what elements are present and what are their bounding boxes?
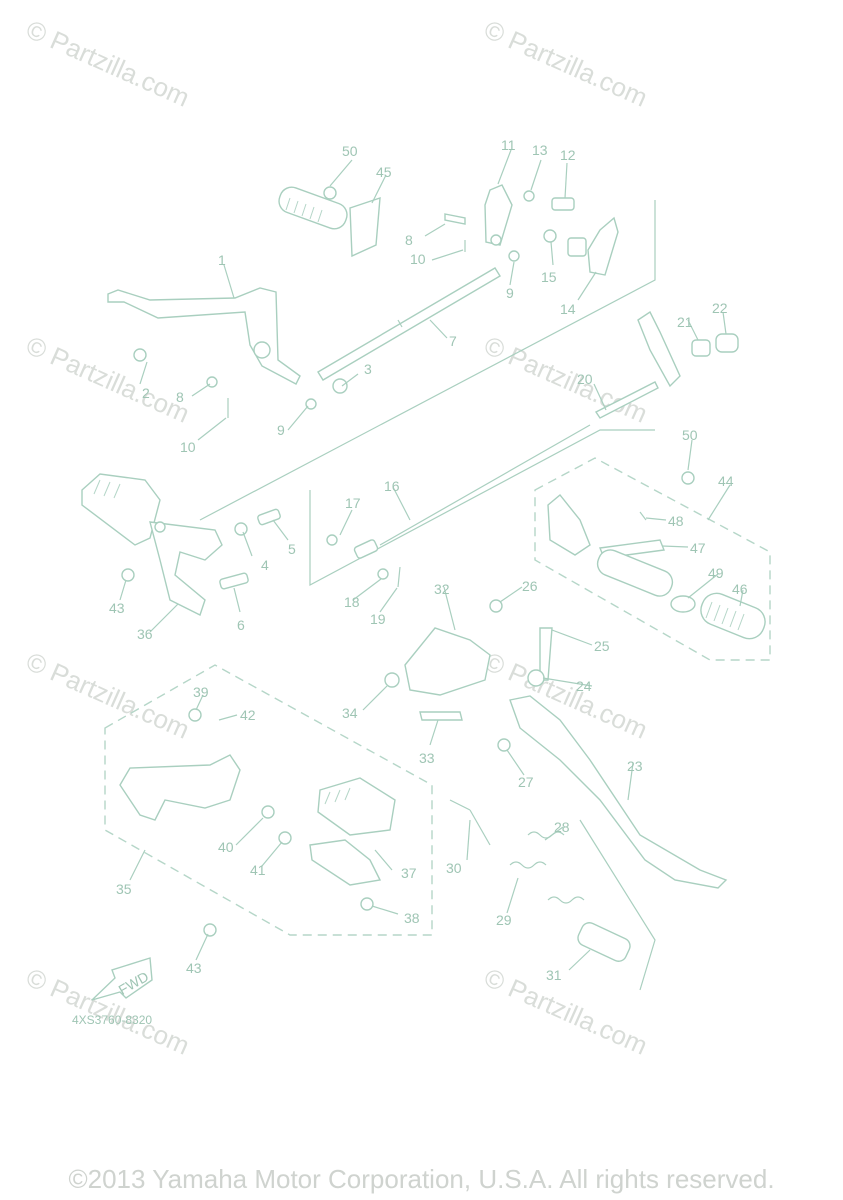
callout-21: 21 xyxy=(677,314,693,330)
callout-6: 6 xyxy=(237,617,245,633)
callout-1: 1 xyxy=(218,252,226,268)
group-boundary-44 xyxy=(534,457,771,661)
part-28-29-springs xyxy=(449,799,656,991)
callout-39: 39 xyxy=(193,684,209,700)
part-35-footrest-assembly xyxy=(119,708,396,937)
callout-29: 29 xyxy=(496,912,512,928)
callout-15: 15 xyxy=(541,269,557,285)
callout-43a: 43 xyxy=(109,600,125,616)
callout-35: 35 xyxy=(116,881,132,897)
part-45-footrest-upper xyxy=(278,186,381,258)
callout-23: 23 xyxy=(627,758,643,774)
callout-8b: 8 xyxy=(405,232,413,248)
callout-33: 33 xyxy=(419,750,435,766)
callout-3: 3 xyxy=(364,361,372,377)
part-16-cable xyxy=(326,424,591,588)
group-boundary-upper xyxy=(199,200,656,521)
callout-5: 5 xyxy=(288,541,296,557)
part-7-rod xyxy=(317,267,501,381)
callout-48: 48 xyxy=(668,513,684,529)
callout-34: 34 xyxy=(342,705,358,721)
callout-47: 47 xyxy=(690,540,706,556)
callout-7: 7 xyxy=(449,333,457,349)
part-20-rod-end xyxy=(594,310,739,419)
callout-49: 49 xyxy=(708,565,724,581)
part-code: 4XS3760-8320 xyxy=(72,1013,153,1027)
callout-38: 38 xyxy=(404,910,420,926)
part-1-brake-pedal xyxy=(107,287,348,418)
callout-43b: 43 xyxy=(186,960,202,976)
part-44-footrest-assembly xyxy=(547,471,766,640)
group-boundary-35 xyxy=(104,664,433,936)
callout-22: 22 xyxy=(712,300,728,316)
callout-16: 16 xyxy=(384,478,400,494)
callout-42: 42 xyxy=(240,707,256,723)
callout-45: 45 xyxy=(376,164,392,180)
callout-27: 27 xyxy=(518,774,534,790)
callout-9a: 9 xyxy=(277,422,285,438)
callout-18: 18 xyxy=(344,594,360,610)
callout-2: 2 xyxy=(142,385,150,401)
callout-46: 46 xyxy=(732,581,748,597)
callout-31: 31 xyxy=(546,967,562,983)
callout-10a: 10 xyxy=(180,439,196,455)
group-boundary-mid xyxy=(309,429,655,587)
part-23-sidestand xyxy=(509,695,728,889)
copyright-notice: ©2013 Yamaha Motor Corporation, U.S.A. A… xyxy=(68,1164,775,1194)
fwd-arrow-icon: FWD xyxy=(91,957,153,1001)
callout-25: 25 xyxy=(594,638,610,654)
callout-20: 20 xyxy=(577,371,593,387)
callout-30: 30 xyxy=(446,860,462,876)
callout-13: 13 xyxy=(532,142,548,158)
callout-50a: 50 xyxy=(342,143,358,159)
part-32-sidestand-bracket xyxy=(384,599,553,752)
callout-36: 36 xyxy=(137,626,153,642)
callout-28: 28 xyxy=(554,819,570,835)
callout-17: 17 xyxy=(345,495,361,511)
callout-44: 44 xyxy=(718,473,734,489)
callout-10b: 10 xyxy=(410,251,426,267)
callout-37: 37 xyxy=(401,865,417,881)
callout-26: 26 xyxy=(522,578,538,594)
part-11-linkage-arm xyxy=(444,184,619,276)
callout-labels: 1 2 3 4 5 6 7 8 8 9 9 10 10 11 12 13 14 … xyxy=(109,137,748,983)
callout-19: 19 xyxy=(370,611,386,627)
callout-32: 32 xyxy=(434,581,450,597)
part-36-footrest xyxy=(81,473,281,616)
callout-12: 12 xyxy=(560,147,576,163)
leader-lines xyxy=(119,149,744,971)
callout-4: 4 xyxy=(261,557,269,573)
callout-40: 40 xyxy=(218,839,234,855)
callout-24: 24 xyxy=(576,678,592,694)
callout-14: 14 xyxy=(560,301,576,317)
callout-9b: 9 xyxy=(506,285,514,301)
callout-8a: 8 xyxy=(176,389,184,405)
callout-11: 11 xyxy=(501,137,516,153)
callout-50b: 50 xyxy=(682,427,698,443)
callout-41: 41 xyxy=(250,862,266,878)
